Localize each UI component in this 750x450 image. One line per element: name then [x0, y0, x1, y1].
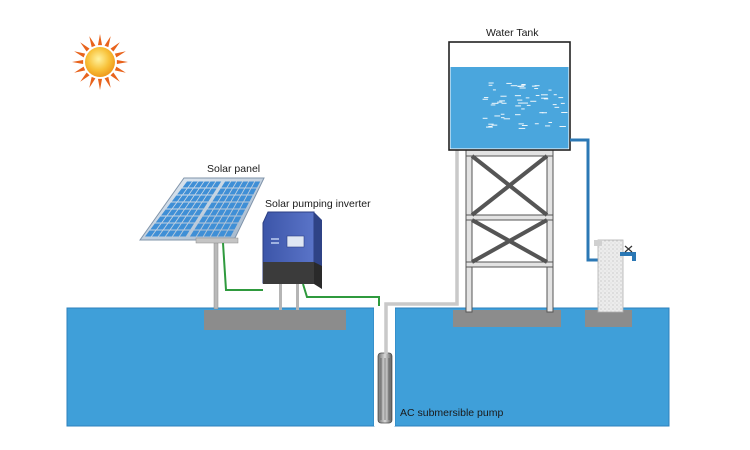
water-tank [448, 41, 571, 151]
solar-panel-array [139, 177, 265, 310]
label-solar-panel: Solar panel [207, 163, 260, 175]
sun-icon [72, 34, 128, 90]
tower-foundation [453, 310, 561, 327]
submersible-pump-icon [377, 352, 393, 424]
solar-pumping-inverter [262, 211, 322, 310]
label-inverter: Solar pumping inverter [265, 198, 371, 210]
outlet-pipe [570, 138, 607, 262]
water-tower [465, 149, 554, 313]
ground-right [394, 307, 670, 427]
label-water-tank: Water Tank [486, 27, 539, 39]
faucet-icon [620, 245, 636, 261]
inverter-display [286, 235, 305, 248]
tap-post [594, 239, 624, 313]
label-pump: AC submersible pump [400, 407, 503, 419]
tap-foundation [585, 310, 632, 327]
panel-foundation [204, 310, 346, 330]
panel-to-inverter-wire [222, 242, 263, 291]
